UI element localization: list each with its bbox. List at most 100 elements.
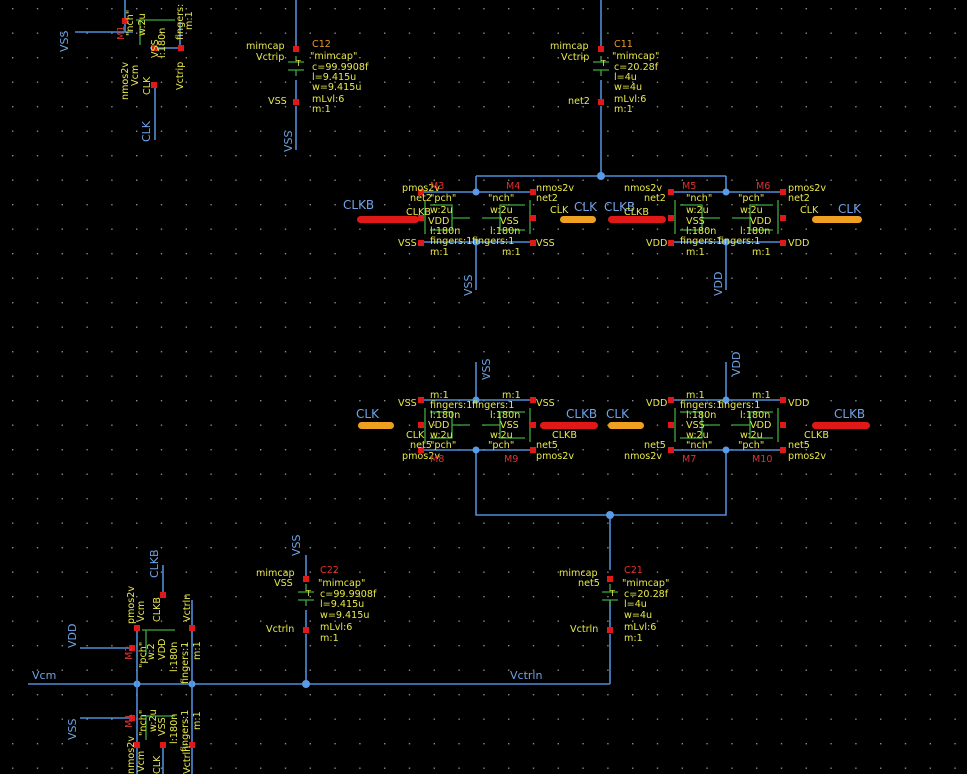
svg-text:mimcap: mimcap bbox=[559, 568, 598, 579]
svg-text:VSS: VSS bbox=[268, 96, 287, 107]
svg-text:"nch": "nch" bbox=[138, 710, 149, 736]
svg-text:"nch": "nch" bbox=[686, 440, 712, 451]
svg-text:M3: M3 bbox=[430, 181, 444, 192]
svg-text:fingers:1: fingers:1 bbox=[680, 400, 722, 411]
svg-text:Vcm: Vcm bbox=[32, 669, 56, 682]
svg-text:"mimcap": "mimcap" bbox=[622, 578, 669, 589]
svg-text:m:1: m:1 bbox=[312, 104, 331, 115]
svg-text:l:180n: l:180n bbox=[686, 410, 716, 421]
svg-text:M7: M7 bbox=[682, 454, 696, 465]
svg-text:CLKB: CLKB bbox=[343, 198, 374, 212]
svg-text:w:2u: w:2u bbox=[137, 13, 148, 36]
svg-text:l:180n: l:180n bbox=[157, 28, 168, 58]
svg-text:CLK: CLK bbox=[606, 407, 630, 421]
svg-text:m:1: m:1 bbox=[184, 11, 195, 30]
svg-text:CLK: CLK bbox=[152, 755, 163, 774]
svg-text:"mimcap": "mimcap" bbox=[310, 51, 357, 62]
svg-text:net2: net2 bbox=[644, 193, 666, 204]
svg-text:"nch": "nch" bbox=[686, 193, 712, 204]
svg-text:c=20.28f: c=20.28f bbox=[624, 589, 669, 600]
label-vss: VSS bbox=[282, 130, 295, 152]
svg-text:nmos2v: nmos2v bbox=[126, 736, 137, 774]
switch-row-bottom[interactable]: VSS VDD CLK CLKB CLK CLKB m:1 VSS finger… bbox=[356, 352, 870, 684]
svg-text:CLKB: CLKB bbox=[406, 207, 431, 218]
capacitor-c12[interactable]: T mimcap C12 Vctrip "mimcap" c=99.9908f … bbox=[246, 0, 369, 152]
svg-text:mLvl:6: mLvl:6 bbox=[624, 622, 656, 633]
svg-text:VDD: VDD bbox=[788, 398, 809, 409]
svg-text:M5: M5 bbox=[682, 181, 696, 192]
svg-text:fingers:1: fingers:1 bbox=[430, 236, 472, 247]
svg-text:l:180n: l:180n bbox=[490, 410, 520, 421]
svg-text:VDD: VDD bbox=[428, 216, 449, 227]
svg-text:VSS: VSS bbox=[500, 420, 519, 431]
svg-text:CLKB: CLKB bbox=[804, 430, 829, 441]
svg-text:w:2u: w:2u bbox=[686, 430, 709, 441]
svg-text:Vctrip: Vctrip bbox=[175, 62, 186, 90]
svg-text:Vctrln: Vctrln bbox=[510, 669, 542, 682]
svg-text:l=9.415u: l=9.415u bbox=[312, 72, 356, 83]
svg-text:VSS: VSS bbox=[150, 39, 161, 58]
svg-text:M6: M6 bbox=[756, 181, 770, 192]
svg-text:l:180n: l:180n bbox=[430, 410, 460, 421]
svg-text:net2: net2 bbox=[536, 193, 558, 204]
svg-text:l:180n: l:180n bbox=[169, 714, 180, 744]
svg-text:w:2u: w:2u bbox=[148, 709, 159, 732]
svg-text:"pch": "pch" bbox=[138, 642, 149, 668]
svg-text:M10: M10 bbox=[752, 454, 773, 465]
transistor-bottom-left-upper[interactable]: VDD CLKB pmos2v Vcm CLKB Vctrln M2 "pch"… bbox=[66, 549, 203, 684]
label-vss: VSS bbox=[480, 358, 493, 380]
svg-text:VSS: VSS bbox=[398, 398, 417, 409]
label-clkb: CLKB bbox=[148, 549, 161, 578]
svg-text:w:2u: w:2u bbox=[740, 205, 763, 216]
svg-text:m:1: m:1 bbox=[752, 247, 771, 258]
svg-text:T: T bbox=[600, 59, 606, 68]
svg-text:l:180n: l:180n bbox=[686, 226, 716, 237]
svg-text:CLK: CLK bbox=[800, 205, 819, 216]
svg-text:"mimcap": "mimcap" bbox=[318, 578, 365, 589]
svg-text:net5: net5 bbox=[578, 578, 600, 589]
transistor-top-left[interactable]: VSS CLK M1 "nch" w:2u l:180n fingers: m:… bbox=[58, 0, 195, 142]
svg-text:l:180n: l:180n bbox=[490, 226, 520, 237]
svg-text:w:2u: w:2u bbox=[686, 205, 709, 216]
transistor-bottom-left-lower[interactable]: VSS M1 "nch" w:2u VSS l:180n fingers:1 m… bbox=[66, 684, 203, 774]
capacitor-c11[interactable]: T mimcap C11 Vctrip "mimcap" c=20.28f l=… bbox=[550, 0, 659, 176]
capacitor-c21[interactable]: T mimcap C21 net5 "mimcap" c=20.28f l=4u… bbox=[559, 565, 669, 644]
svg-text:net2: net2 bbox=[410, 193, 432, 204]
svg-text:m:1: m:1 bbox=[502, 247, 521, 258]
instance-name: M1 bbox=[116, 26, 127, 40]
svg-text:mimcap: mimcap bbox=[550, 41, 589, 52]
svg-text:M2: M2 bbox=[124, 646, 135, 660]
vctrln-net[interactable]: Vcm Vctrln bbox=[28, 669, 610, 688]
svg-text:VDD: VDD bbox=[750, 420, 771, 431]
svg-text:VSS: VSS bbox=[686, 420, 705, 431]
svg-text:m:1: m:1 bbox=[624, 633, 643, 644]
svg-text:fingers:1: fingers:1 bbox=[472, 236, 514, 247]
svg-text:"pch": "pch" bbox=[738, 193, 764, 204]
svg-text:w=9.415u: w=9.415u bbox=[320, 610, 369, 621]
svg-text:Vctrln: Vctrln bbox=[266, 624, 294, 635]
svg-text:Vcm: Vcm bbox=[130, 65, 141, 86]
svg-text:"pch": "pch" bbox=[430, 193, 456, 204]
svg-text:CLK: CLK bbox=[574, 200, 598, 214]
svg-text:VSS: VSS bbox=[398, 238, 417, 249]
switch-row-top[interactable]: CLKB CLK CLKB CLK pmos2v M3 net2 "pch" C… bbox=[343, 172, 862, 296]
svg-text:VDD: VDD bbox=[157, 639, 168, 660]
svg-text:"mimcap": "mimcap" bbox=[612, 51, 659, 62]
svg-text:mLvl:6: mLvl:6 bbox=[320, 622, 352, 633]
svg-text:C21: C21 bbox=[624, 565, 643, 576]
svg-text:m:1: m:1 bbox=[430, 247, 449, 258]
svg-text:CLK: CLK bbox=[550, 205, 569, 216]
svg-text:VSS: VSS bbox=[274, 578, 293, 589]
capacitor-c22[interactable]: T VSS mimcap C22 VSS "mimcap" c=99.9908f… bbox=[256, 534, 377, 684]
svg-text:m:1: m:1 bbox=[430, 390, 449, 401]
svg-text:Vctrip: Vctrip bbox=[256, 52, 284, 63]
svg-text:net5: net5 bbox=[644, 440, 666, 451]
svg-text:M8: M8 bbox=[430, 454, 444, 465]
svg-text:CLKB: CLKB bbox=[604, 200, 635, 214]
svg-text:l:180n: l:180n bbox=[169, 642, 180, 672]
svg-text:M9: M9 bbox=[504, 454, 518, 465]
svg-text:VSS: VSS bbox=[536, 238, 555, 249]
svg-text:VDD: VDD bbox=[750, 216, 771, 227]
svg-text:CLK: CLK bbox=[838, 202, 862, 216]
